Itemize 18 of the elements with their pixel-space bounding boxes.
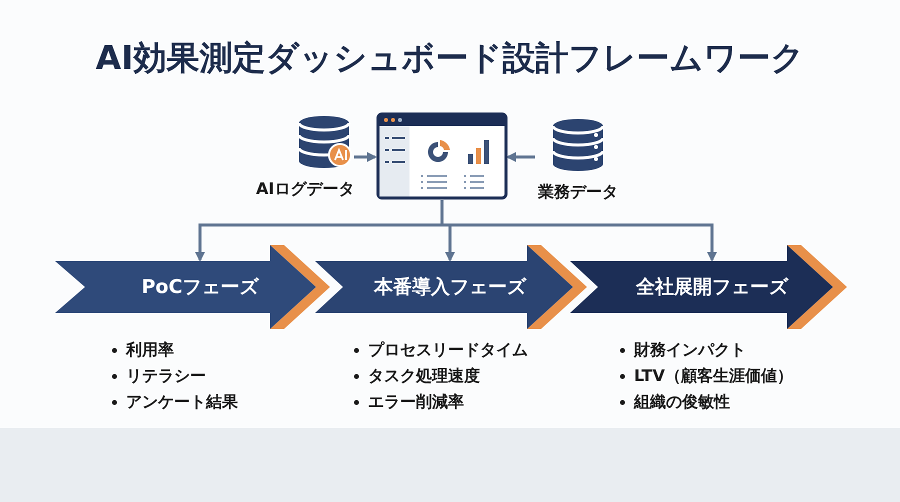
arrow [354, 152, 377, 162]
bullet-item: エラー削減率 [352, 392, 464, 413]
phase-label: PoCフェーズ [142, 275, 258, 300]
title: AI効果測定ダッシュボード設計フレームワーク [94, 37, 806, 79]
bullet-item: プロセスリードタイム [352, 340, 528, 361]
bullet-item: 財務インパクト [618, 340, 746, 361]
bullet-item: 利用率 [110, 340, 174, 361]
source-label: 業務データ [538, 182, 618, 203]
bullet-item: 組織の俊敏性 [618, 392, 730, 413]
phase-label: 全社展開フェーズ [636, 275, 788, 300]
bullet-item: アンケート結果 [110, 392, 238, 413]
source-label: AIログデータ [256, 179, 354, 200]
arrow [440, 200, 717, 262]
arrow [506, 152, 535, 162]
phase-label: 本番導入フェーズ [374, 275, 526, 300]
bullet-item: タスク処理速度 [352, 366, 480, 387]
bullet-item: リテラシー [110, 366, 206, 387]
bullet-item: LTV（顧客生涯価値） [618, 366, 793, 387]
